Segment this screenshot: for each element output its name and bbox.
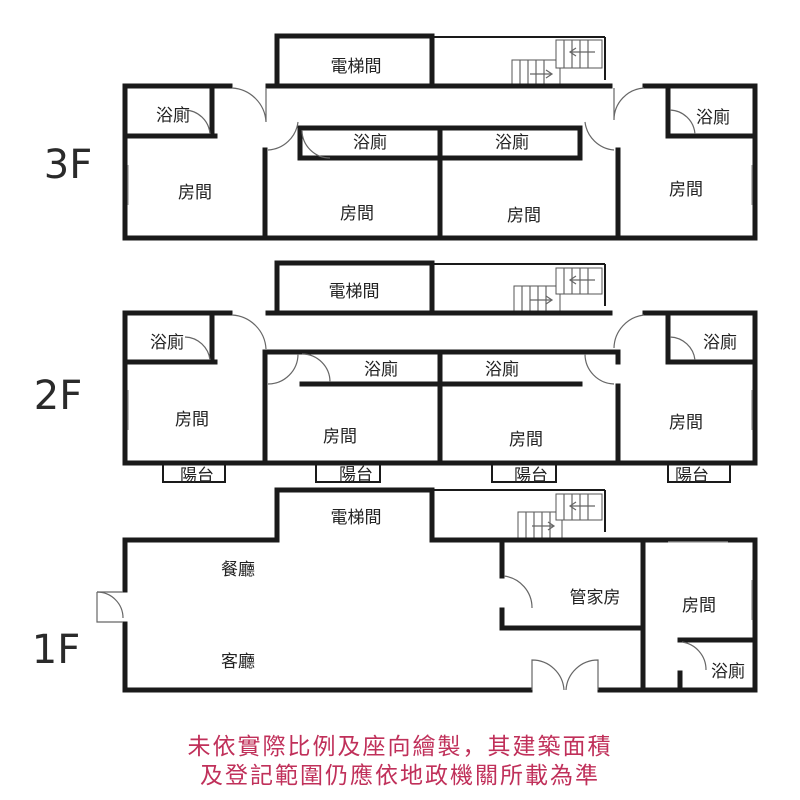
disclaimer-line-2: 及登記範圍仍應依地政機關所載為準: [200, 763, 600, 789]
elevator-label-3f: 電梯間: [331, 57, 382, 77]
bath-mid-left-3f: 浴廁: [353, 132, 387, 153]
disclaimer-line-1: 未依實際比例及座向繪製，其建築面積: [187, 734, 613, 760]
room-mid-left-2f: 房間: [323, 427, 357, 447]
living-label: 客廳: [221, 652, 255, 672]
stairs-2f: [513, 267, 603, 314]
bath-left-3f: 浴廁: [156, 105, 190, 126]
room-mid-right-2f: 房間: [509, 430, 543, 450]
bath-right-2f: 浴廁: [703, 332, 737, 353]
room-left-3f: 房間: [178, 183, 212, 203]
stairs-1f: [517, 493, 603, 539]
room-right-2f: 房間: [669, 413, 703, 433]
floor-label-2f: 2F: [34, 373, 82, 419]
bath-left-2f: 浴廁: [150, 332, 184, 353]
bath-right-3f: 浴廁: [696, 107, 730, 128]
balcony-1-2f: 陽台: [180, 466, 214, 486]
floor-label-3f: 3F: [44, 142, 92, 188]
bath-mid-right-3f: 浴廁: [495, 132, 529, 153]
dining-label: 餐廳: [221, 560, 255, 580]
stairs-3f: [511, 39, 603, 87]
elevator-label-1f: 電梯間: [331, 508, 382, 528]
bath-label-1f: 浴廁: [711, 661, 745, 682]
elevator-label-2f: 電梯間: [329, 282, 380, 302]
room-left-2f: 房間: [175, 410, 209, 430]
housekeeper-room-label: 管家房: [570, 588, 621, 608]
room-mid-right-3f: 房間: [507, 206, 541, 226]
bath-mid-right-2f: 浴廁: [485, 359, 519, 380]
floor-3f: 3F 電梯間 浴廁 浴廁 浴廁 浴廁 房間 房間 房間 房間: [44, 33, 758, 241]
floor-label-1f: 1F: [32, 627, 80, 673]
floor-1f: 1F 電梯間 餐廳 客廳 管家房 房間 浴廁: [32, 487, 758, 693]
room-right-3f: 房間: [669, 180, 703, 200]
balcony-4-2f: 陽台: [675, 466, 709, 486]
balcony-3-2f: 陽台: [514, 466, 548, 486]
bath-mid-left-2f: 浴廁: [364, 359, 398, 380]
floor-2f: 2F 電梯間 浴廁 浴廁 浴廁 浴廁 房間 房間 房間 房間 陽台 陽台 陽台 …: [34, 260, 758, 486]
room-mid-left-3f: 房間: [340, 204, 374, 224]
balcony-2-2f: 陽台: [339, 465, 373, 485]
room-label-1f: 房間: [682, 596, 716, 616]
